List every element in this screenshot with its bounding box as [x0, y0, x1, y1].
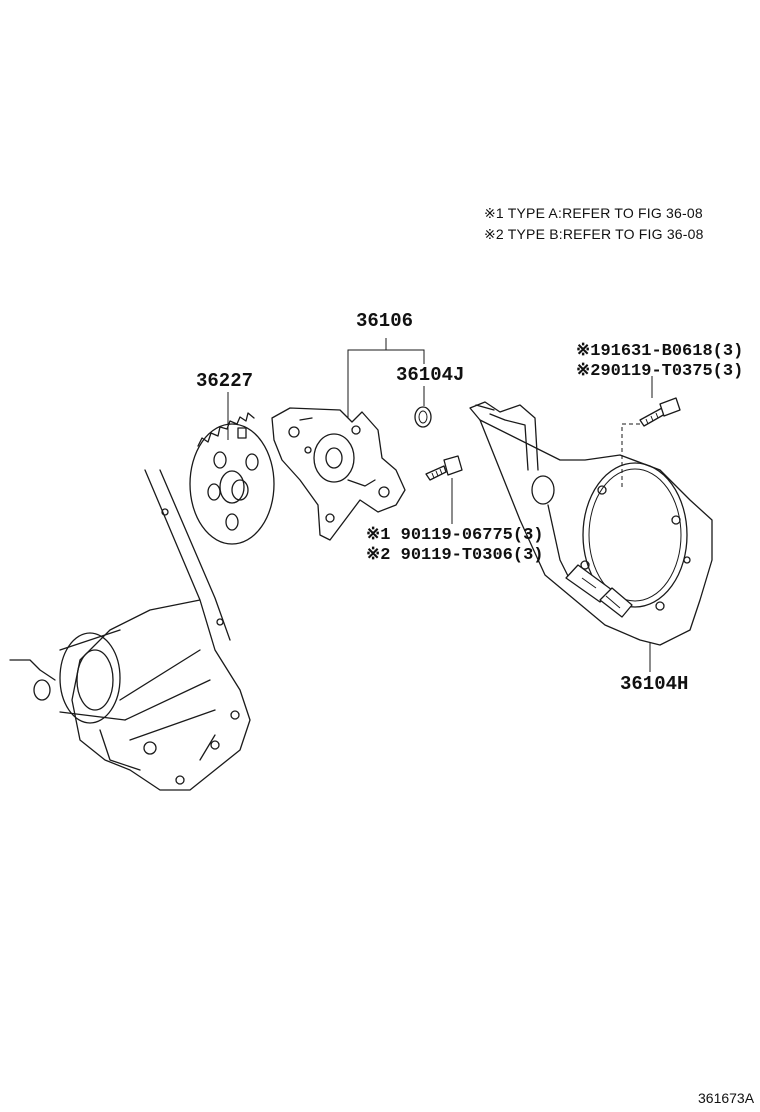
part-number-pump-bolt-type-a[interactable]: ※1 90119-06775(3)	[366, 526, 544, 545]
drive-gear-drawing	[189, 412, 275, 545]
part-number-gasket[interactable]: 36104J	[396, 364, 465, 386]
part-number-pump-bolt-type-b[interactable]: ※2 90119-T0306(3)	[366, 546, 544, 565]
cover-bolt-drawing	[639, 397, 681, 427]
part-number-cover-bolt-type-b[interactable]: ※290119-T0375(3)	[576, 362, 744, 381]
note-type-a: ※1 TYPE A:REFER TO FIG 36-08	[484, 205, 703, 221]
part-number-gear[interactable]: 36227	[196, 370, 254, 392]
pump-bolt-drawing	[425, 455, 463, 481]
part-number-cover-bolt-type-a[interactable]: ※191631-B0618(3)	[576, 342, 744, 361]
note-type-b: ※2 TYPE B:REFER TO FIG 36-08	[484, 226, 704, 242]
rear-cover-drawing	[469, 401, 713, 646]
leader-lines	[227, 338, 653, 672]
oil-pump-body-drawing	[271, 407, 406, 541]
transmission-housing-drawing	[9, 469, 251, 791]
o-ring-drawing	[414, 406, 432, 428]
part-number-assembly[interactable]: 36106	[356, 310, 414, 332]
figure-id: 361673A	[698, 1090, 755, 1106]
part-number-cover[interactable]: 36104H	[620, 673, 689, 695]
